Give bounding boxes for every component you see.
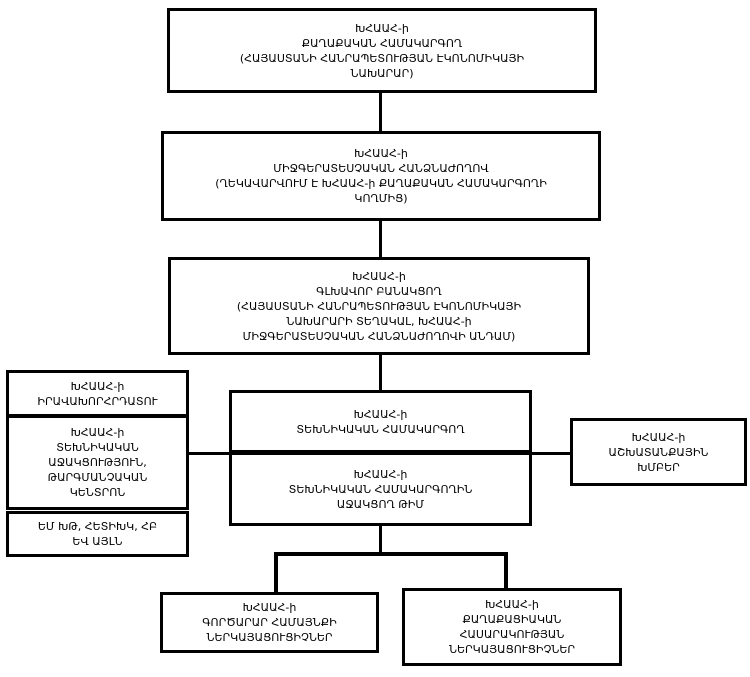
box-line: ԽՀԱԱՀ-ի	[354, 147, 408, 160]
connector-technical-to-working-groups	[529, 452, 573, 455]
box-line: ՏԵԽՆԻԿԱԿԱՆ	[56, 441, 139, 454]
box-line: ԱՇԽԱՏԱՆՔԱՅԻՆ	[608, 445, 709, 459]
connector-commission-to-negotiator	[379, 219, 382, 261]
box-line: ԽՀԱԱՀ-ի	[353, 467, 408, 481]
connector-drop-civil-society	[504, 552, 508, 589]
box-line: ՆԱԽԱՐԱՐ)	[350, 66, 414, 80]
box-line: ՏԵԽՆԻԿԱԿԱՆ ՀԱՄԱԿԱՐԳՈՂ	[296, 422, 465, 436]
box-political-coordinator: ԽՀԱԱՀ-ի ՔԱՂԱՔԱԿԱՆ ՀԱՄԱԿԱՐԳՈՂ (ՀԱՅԱՍՏԱՆԻ …	[167, 8, 597, 93]
box-line: ԱՋԱԿՑՈՂ ԹԻՄ	[336, 497, 425, 511]
connector-drop-business	[274, 552, 278, 593]
box-line: ԽՀԱԱՀ-ի	[70, 426, 125, 439]
box-technical-coordinator: ԽՀԱԱՀ-ի ՏԵԽՆԻԿԱԿԱՆ ՀԱՄԱԿԱՐԳՈՂ	[229, 390, 532, 453]
box-line: ԹԱՐԳՄԱՆՉԱԿԱՆ	[47, 471, 148, 484]
box-line: ՏԵԽՆԻԿԱԿԱՆ ՀԱՄԱԿԱՐԳՈՂԻՆ	[288, 482, 473, 496]
box-business-community: ԽՀԱԱՀ-ի ԳՈՐԾԱՐԱՐ ՀԱՄԱՅՆՔԻ ՆԵՐԿԱՅԱՑՈՒՑԻՉՆ…	[160, 592, 379, 653]
box-donor-organizations: ԵՄ ԽԹ, ՀԵՏԻԽԿ, ՀԲ ԵՎ ԱՅԼՆ	[6, 511, 189, 557]
box-line: ՔԱՂԱՔԱԿԱՆ ՀԱՄԱԿԱՐԳՈՂ	[301, 36, 463, 50]
connector-political-to-commission	[379, 91, 382, 135]
box-working-groups: ԽՀԱԱՀ-ի ԱՇԽԱՏԱՆՔԱՅԻՆ ԽՄԲԵՐ	[570, 418, 747, 486]
box-line: ԽՀԱԱՀ-ի	[353, 407, 408, 421]
box-line: ԽՄԲԵՐ	[637, 460, 680, 474]
connector-left-column-to-technical	[186, 452, 232, 455]
box-line: ՆԱԽԱՐԱՐԻ ՏԵՂԱԿԱԼ, ԽՀԱԱՀ-ի	[286, 314, 472, 328]
box-technical-assistance: ԽՀԱԱՀ-ի ՏԵԽՆԻԿԱԿԱՆ ԱՋԱԿՑՈՒԹՅՈՒՆ, ԹԱՐԳՄԱՆ…	[6, 415, 189, 510]
box-line: ԽՀԱԱՀ-ի	[631, 430, 686, 444]
box-civil-society: ԽՀԱԱՀ-ի ՔԱՂԱՔԱՑԻԱԿԱՆ ՀԱՍԱՐԱԿՈՒԹՅԱՆ ՆԵՐԿԱ…	[402, 588, 622, 666]
box-line: (ՂԵԿԱՎԱՐՎՈՒՄ Է ԽՀԱԱՀ-ի ՔԱՂԱՔԱԿԱՆ ՀԱՄԱԿԱՐ…	[215, 177, 547, 190]
box-line: ՄԻՋԳԵՐԱՏԵՍՉԱԿԱՆ ՀԱՆՁՆԱԺՈՂՈՎ	[273, 162, 489, 175]
box-line: ՆԵՐԿԱՅԱՑՈՒՑԻՉՆԵՐ	[448, 643, 576, 656]
box-line: ԻՐԱՎԱԽՈՐՀՐԴԱՏՈՒ	[37, 394, 158, 408]
box-line: ԵՄ ԽԹ, ՀԵՏԻԽԿ, ՀԲ	[37, 520, 158, 533]
box-line: ԿԵՆՏՐՈՆ	[69, 486, 126, 499]
box-line: ԽՀԱԱՀ-ի	[70, 379, 125, 393]
box-line: ԿՈՂՄԻՑ)	[354, 192, 408, 205]
box-line: ԽՀԱԱՀ-ի	[355, 21, 409, 35]
box-line: ԳՈՐԾԱՐԱՐ ՀԱՄԱՅՆՔԻ	[202, 616, 337, 629]
box-line: (ՀԱՅԱՍՏԱՆԻ ՀԱՆՐԱՊԵՏՈՒԹՅԱՆ ԷԿՈՆՈՄԻԿԱՅԻ	[236, 299, 522, 313]
box-line: (ՀԱՅԱՍՏԱՆԻ ՀԱՆՐԱՊԵՏՈՒԹՅԱՆ ԷԿՈՆՈՄԻԿԱՅԻ	[239, 51, 525, 65]
box-line: ԵՎ ԱՅԼՆ	[72, 535, 123, 548]
connector-bottom-horizontal	[274, 552, 508, 556]
connector-negotiator-to-technical	[379, 353, 382, 393]
box-legal-advisor: ԽՀԱԱՀ-ի ԻՐԱՎԱԽՈՐՀՐԴԱՏՈՒ	[6, 370, 189, 417]
box-line: ԱՋԱԿՑՈՒԹՅՈՒՆ,	[48, 456, 147, 469]
box-line: ՄԻՋԳԵՐԱՏԵՍՉԱԿԱՆ ՀԱՆՁՆԱԺՈՂՈՎԻ ԱՆԴԱՄ)	[242, 329, 516, 343]
connector-team-stem	[379, 524, 382, 555]
box-line: ԽՀԱԱՀ-ի	[242, 601, 297, 614]
box-line: ՆԵՐԿԱՅԱՑՈՒՑԻՉՆԵՐ	[206, 631, 333, 644]
box-chief-negotiator: ԽՀԱԱՀ-ի ԳԼԽԱՎՈՐ ԲԱՆԱԿՑՈՂ (ՀԱՅԱՍՏԱՆԻ ՀԱՆՐ…	[168, 257, 590, 355]
box-line: ՀԱՍԱՐԱԿՈՒԹՅԱՆ	[459, 628, 565, 641]
box-line: ԽՀԱԱՀ-ի	[352, 269, 406, 283]
box-line: ԳԼԽԱՎՈՐ ԲԱՆԱԿՑՈՂ	[316, 284, 442, 298]
box-support-team: ԽՀԱԱՀ-ի ՏԵԽՆԻԿԱԿԱՆ ՀԱՄԱԿԱՐԳՈՂԻՆ ԱՋԱԿՑՈՂ …	[229, 452, 532, 526]
box-interagency-commission: ԽՀԱԱՀ-ի ՄԻՋԳԵՐԱՏԵՍՉԱԿԱՆ ՀԱՆՁՆԱԺՈՂՈՎ (ՂԵԿ…	[161, 131, 601, 221]
box-line: ԽՀԱԱՀ-ի	[485, 598, 539, 611]
box-line: ՔԱՂԱՔԱՑԻԱԿԱՆ	[462, 613, 562, 626]
